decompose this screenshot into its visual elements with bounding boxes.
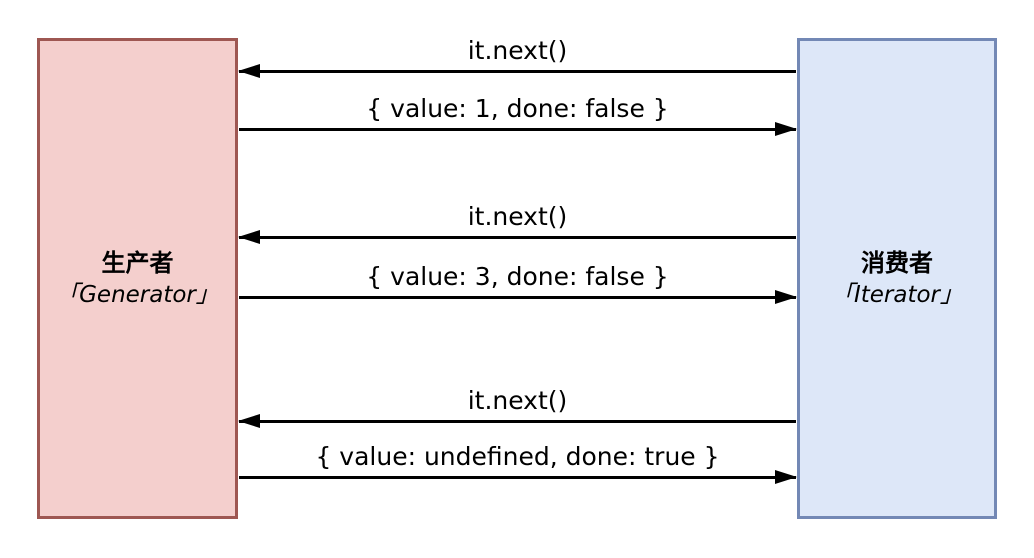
arrow-left-icon bbox=[238, 414, 797, 430]
consumer-box: 消费者 「Iterator」 bbox=[797, 38, 997, 519]
arrow-shaft bbox=[239, 420, 796, 423]
arrow-shaft bbox=[239, 236, 796, 239]
arrow-shaft bbox=[239, 128, 796, 131]
producer-box: 生产者 「Generator」 bbox=[37, 38, 238, 519]
arrow-left-icon bbox=[238, 64, 797, 80]
arrow-shaft bbox=[239, 296, 796, 299]
message-label-it-next-2: it.next() bbox=[467, 202, 568, 231]
message-label-value-undefined: { value: undefined, done: true } bbox=[315, 442, 720, 471]
arrow-right-icon bbox=[238, 470, 797, 486]
message-label-value-3: { value: 3, done: false } bbox=[366, 262, 669, 291]
arrow-left-icon bbox=[238, 230, 797, 246]
arrowhead-icon bbox=[775, 470, 797, 484]
arrow-right-icon bbox=[238, 290, 797, 306]
producer-subtitle: 「Generator」 bbox=[56, 281, 219, 308]
producer-title: 生产者 bbox=[101, 248, 174, 277]
arrow-right-icon bbox=[238, 122, 797, 138]
arrow-shaft bbox=[239, 476, 796, 479]
consumer-title: 消费者 bbox=[861, 248, 933, 277]
arrowhead-icon bbox=[238, 230, 260, 244]
arrowhead-icon bbox=[238, 414, 260, 428]
arrow-shaft bbox=[239, 70, 796, 73]
message-label-it-next-1: it.next() bbox=[467, 36, 568, 65]
message-label-value-1: { value: 1, done: false } bbox=[366, 94, 669, 123]
arrowhead-icon bbox=[775, 290, 797, 304]
arrowhead-icon bbox=[775, 122, 797, 136]
message-label-it-next-3: it.next() bbox=[467, 386, 568, 415]
consumer-subtitle: 「Iterator」 bbox=[830, 281, 964, 308]
arrowhead-icon bbox=[238, 64, 260, 78]
